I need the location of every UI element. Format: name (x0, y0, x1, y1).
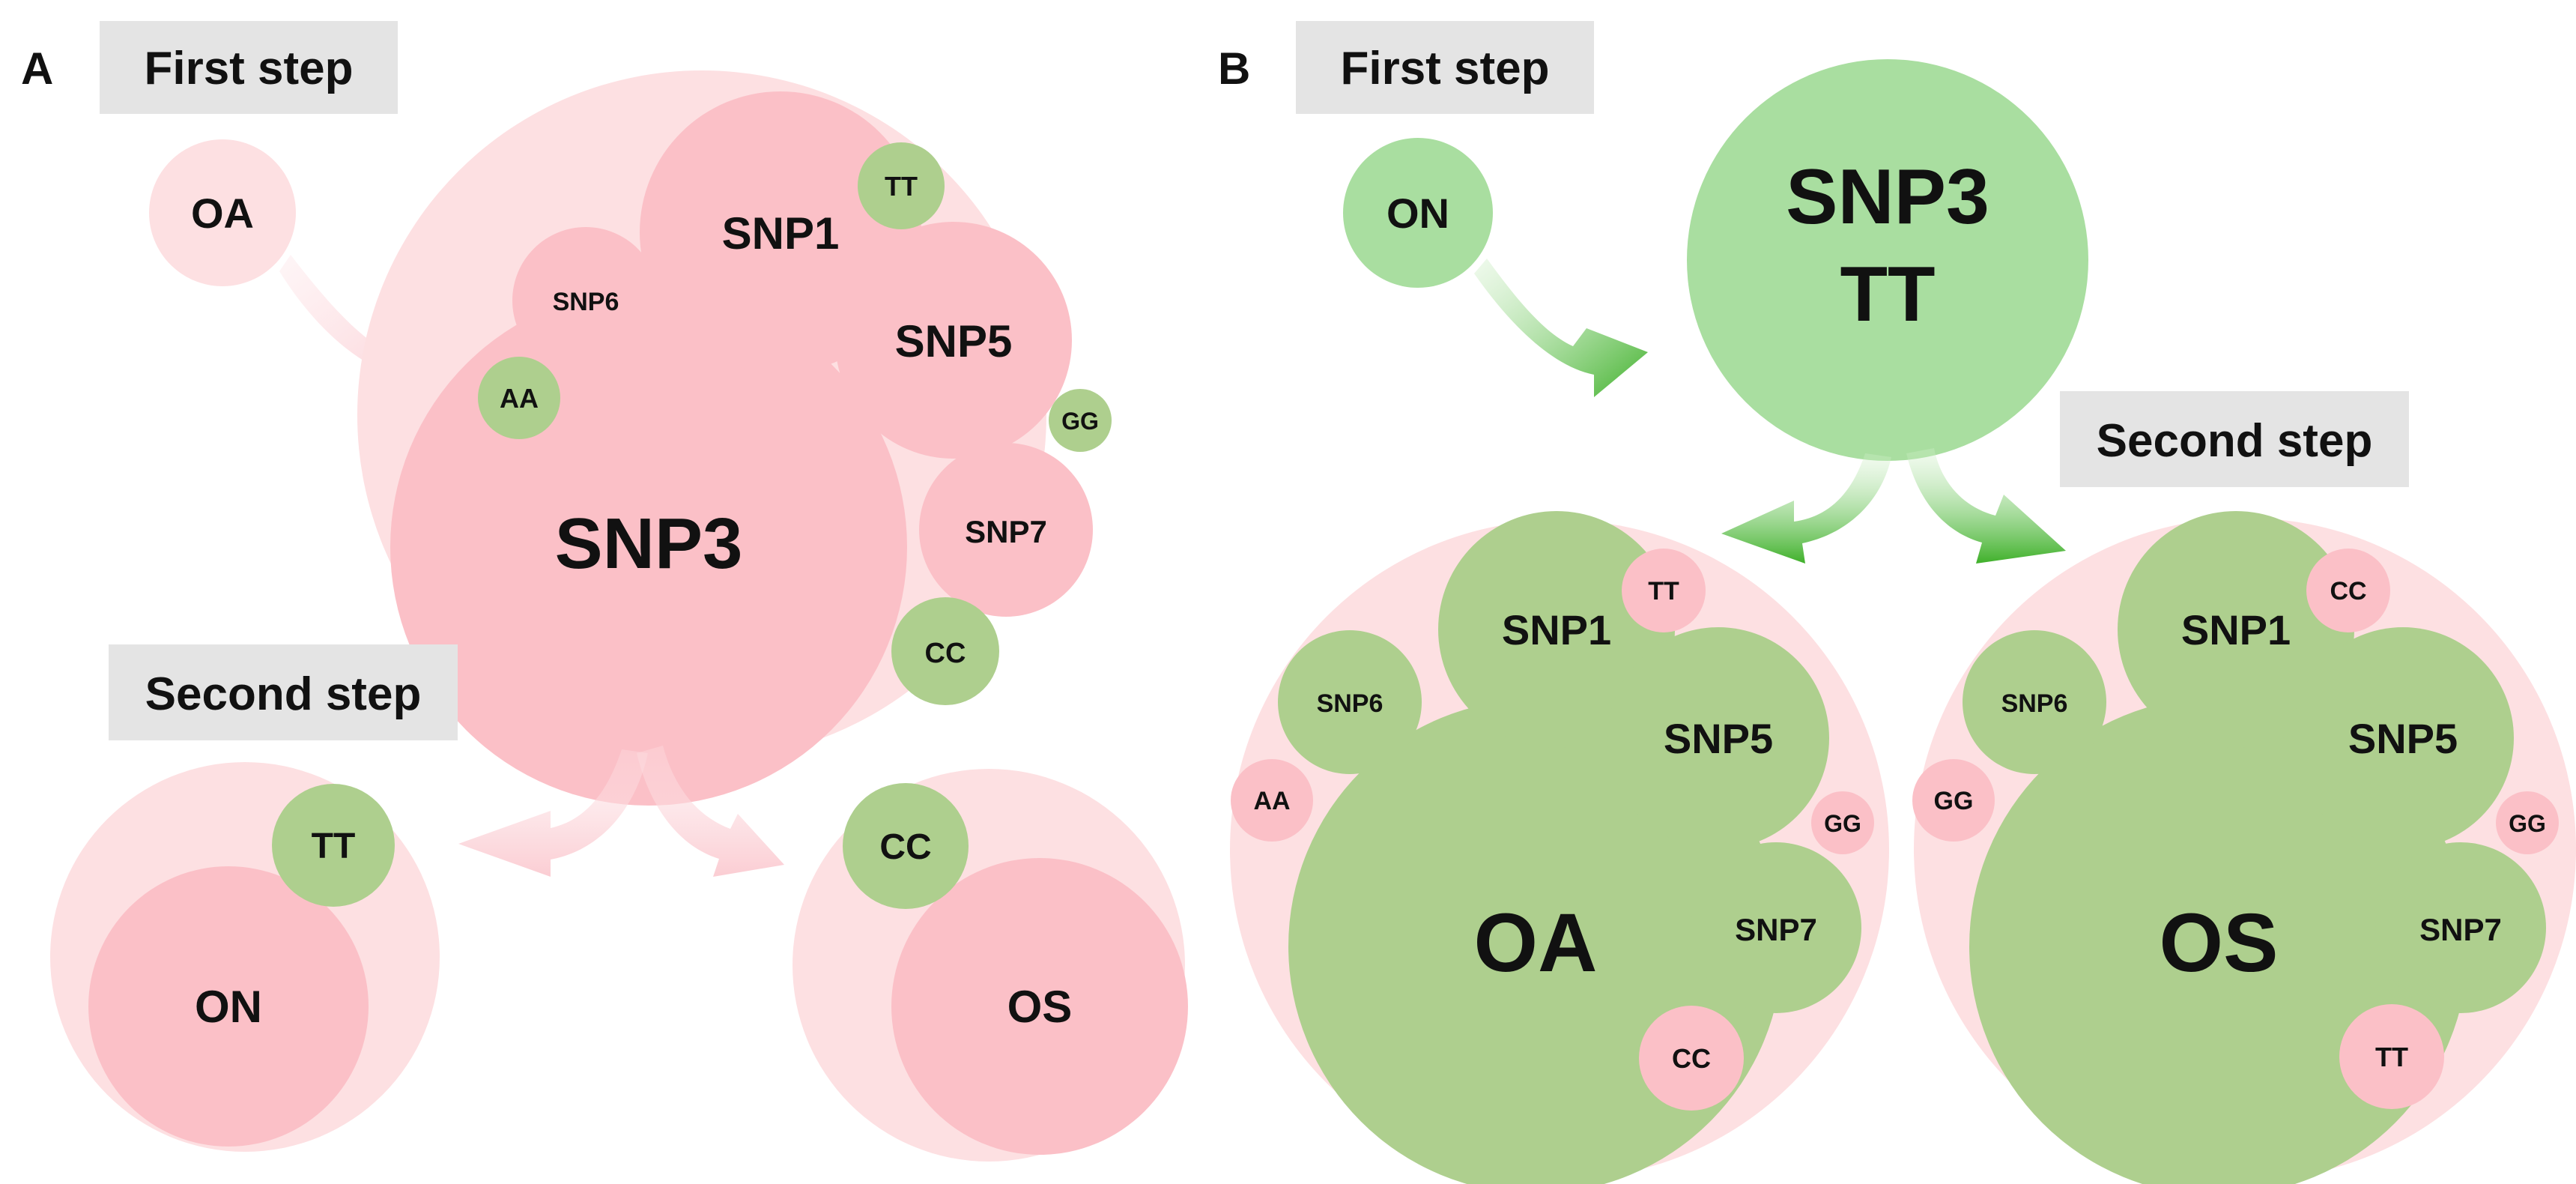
tt-label: TT (885, 171, 918, 202)
panel-a-letter: A (21, 43, 53, 94)
snp5-label-b: SNP5 (1664, 715, 1773, 762)
first-step-label-bg (100, 21, 398, 114)
snp5-circle-b (1607, 627, 1829, 849)
snp6-circle (512, 227, 659, 374)
cc-label-b: CC (1672, 1043, 1711, 1074)
cc-circle-b (1639, 1006, 1744, 1111)
start-node-label-b: ON (1387, 190, 1449, 237)
cc-circle-rb (2306, 549, 2390, 632)
tt-circle-rb (2339, 1004, 2444, 1109)
first-step-label-bg-b (1296, 21, 1594, 114)
left-tt-label: TT (312, 827, 356, 866)
aa-circle-b (1231, 759, 1313, 842)
tt-circle (858, 142, 945, 229)
snp7-label-b: SNP7 (1735, 912, 1817, 947)
snp1-label-rb: SNP1 (2181, 606, 2291, 653)
oa-label-b: OA (1474, 897, 1598, 989)
second-step-label: Second step (145, 668, 422, 720)
snp5-label: SNP5 (895, 316, 1013, 366)
arrow-top-to-right (1906, 448, 2066, 564)
arrow-main-to-right (637, 746, 784, 877)
first-step-label-b: First step (1340, 43, 1549, 94)
gg-left-label-rb: GG (1934, 787, 1974, 815)
aa-label: AA (500, 383, 539, 414)
snp7-circle-rb (2375, 842, 2546, 1013)
gg-circle-b (1811, 791, 1874, 854)
arrow-top-to-left (1721, 453, 1891, 564)
snp6-label-rb: SNP6 (2001, 689, 2068, 718)
tt-label-b: TT (1648, 577, 1679, 605)
snp6-label-b: SNP6 (1317, 689, 1384, 718)
snp5-circle-rb (2292, 627, 2514, 849)
snp6-label: SNP6 (553, 288, 619, 316)
start-node-circle (149, 139, 296, 286)
start-node-label: OA (191, 190, 254, 237)
snp1-circle-rb (2118, 511, 2354, 748)
first-step-label: First step (144, 43, 353, 94)
snp1-label-b: SNP1 (1502, 606, 1611, 653)
right-cc-circle (843, 783, 969, 909)
panel-b: B First step ON SNP3 TT Second step OA S… (1218, 21, 2576, 1184)
gg-circle (1049, 389, 1112, 452)
os-circle (891, 858, 1188, 1155)
snp1-label: SNP1 (722, 208, 840, 259)
left-tt-circle (272, 784, 395, 907)
gg-right-circle-rb (2496, 791, 2559, 854)
second-step-label-b: Second step (2097, 415, 2373, 467)
cc-label-rb: CC (2330, 577, 2366, 605)
snp6-circle-b (1278, 630, 1422, 774)
snp3-line1: SNP3 (1786, 154, 1989, 241)
snp3-label: SNP3 (555, 504, 743, 584)
arrow-start-to-top-b (1474, 259, 1648, 397)
gg-label-b: GG (1824, 810, 1861, 837)
tt-circle-b (1622, 549, 1706, 632)
second-step-label-bg-b (2060, 391, 2409, 487)
tt-label-rb: TT (2375, 1042, 2408, 1072)
snp6-circle-rb (1963, 630, 2106, 774)
right-cc-label: CC (879, 827, 931, 867)
snp7-circle-b (1691, 842, 1861, 1013)
second-step-label-bg (109, 644, 458, 740)
snp5-label-rb: SNP5 (2348, 715, 2458, 762)
aa-label-b: AA (1253, 787, 1290, 815)
snp5-circle (835, 222, 1072, 459)
cc-circle (891, 597, 999, 705)
os-label-b: OS (2160, 897, 2279, 989)
snp7-label: SNP7 (965, 514, 1047, 549)
panel-a: A First step OA SNP3 SNP1 SNP5 SNP6 SNP7… (21, 21, 1188, 1162)
snp1-circle-b (1438, 511, 1675, 748)
on-label: ON (195, 982, 262, 1032)
panel-b-letter: B (1218, 43, 1250, 94)
gg-label: GG (1061, 408, 1099, 435)
gg-right-label-rb: GG (2509, 810, 2546, 837)
snp7-label-rb: SNP7 (2419, 912, 2502, 947)
snp3-tt-circle (1687, 59, 2088, 461)
start-node-circle-b (1343, 138, 1493, 288)
snp7-circle (919, 443, 1093, 617)
os-label: OS (1007, 982, 1073, 1032)
arrow-main-to-left (458, 749, 648, 877)
on-circle (88, 866, 369, 1147)
gg-left-circle-rb (1912, 759, 1995, 842)
aa-circle (478, 357, 560, 439)
cc-label: CC (925, 638, 966, 669)
snp3-line2: TT (1840, 251, 1935, 338)
